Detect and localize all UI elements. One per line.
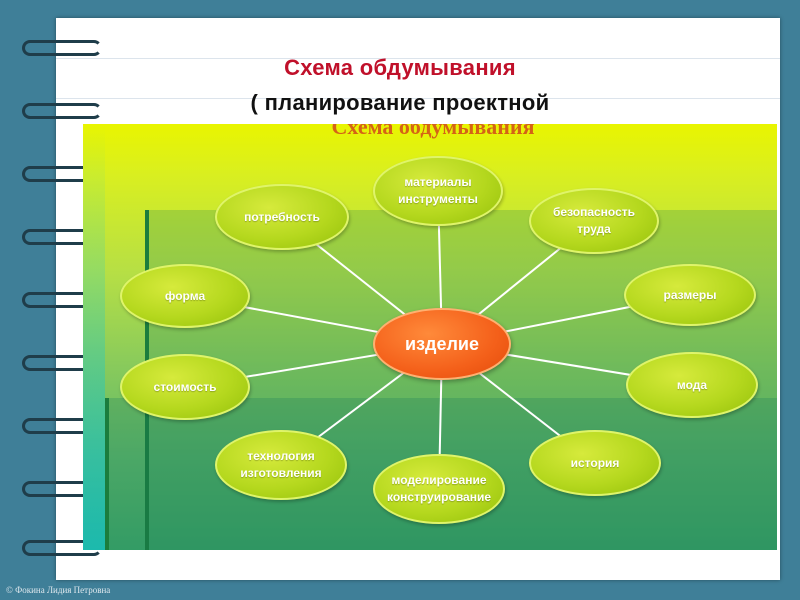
- page-rule: [56, 98, 780, 99]
- center-node: изделие: [373, 308, 511, 380]
- node-cost: стоимость: [120, 354, 250, 420]
- binding-ring: [22, 418, 102, 434]
- binding-ring: [22, 292, 102, 308]
- node-need: потребность: [215, 184, 349, 250]
- node-fashion: мода: [626, 352, 758, 418]
- page-rule: [56, 58, 780, 59]
- accent-strip: [83, 124, 105, 550]
- node-label: мода: [676, 377, 708, 392]
- binding-ring: [22, 355, 102, 371]
- watermark: © Фокина Лидия Петровна: [6, 585, 111, 595]
- node-label: история: [570, 455, 620, 470]
- binding-ring: [22, 103, 102, 119]
- ghost-title: Схема обдумывания: [331, 124, 535, 139]
- node-label: размеры: [663, 287, 717, 302]
- binding-ring: [22, 166, 102, 182]
- node-label: потребность: [244, 209, 320, 224]
- node-label: стоимость: [153, 379, 217, 394]
- binding-ring: [22, 540, 102, 556]
- slide-title: Схема обдумывания: [284, 55, 516, 80]
- binding-ring: [22, 40, 102, 56]
- binding-ring: [22, 481, 102, 497]
- binding-ring: [22, 229, 102, 245]
- node-history: история: [529, 430, 661, 496]
- node-label: форма: [164, 288, 206, 303]
- slide-subtitle: ( планирование проектной: [250, 90, 550, 115]
- node-sizes: размеры: [624, 264, 756, 326]
- node-form: форма: [120, 264, 250, 328]
